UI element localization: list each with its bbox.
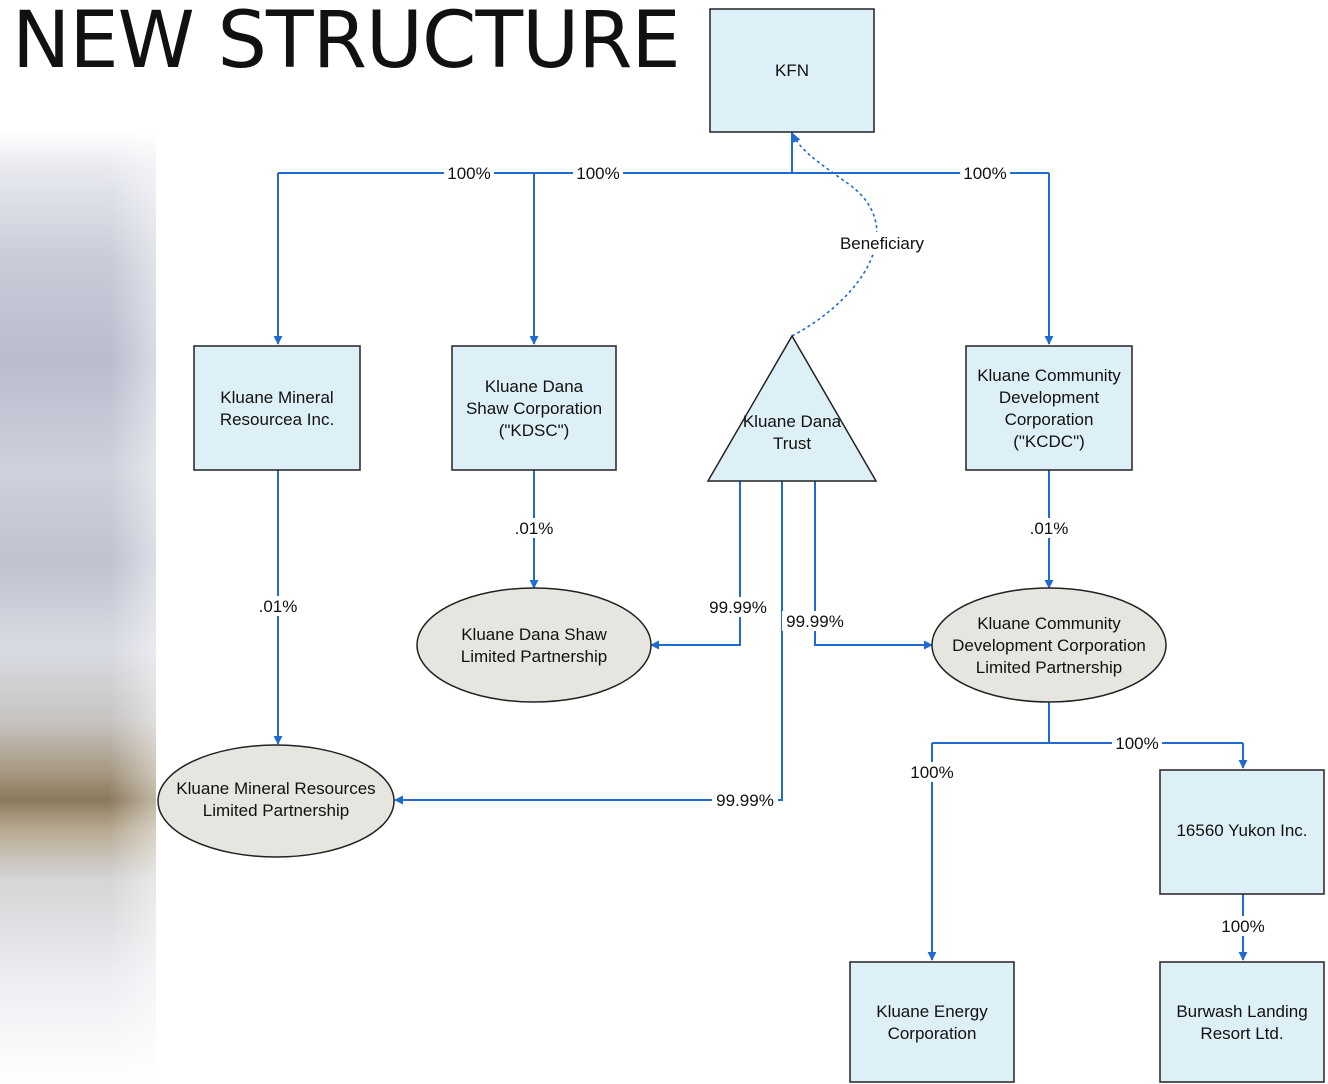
node-kcdc-line-1: Kluane Community xyxy=(977,366,1121,385)
node-kmrlp-line-2: Limited Partnership xyxy=(203,801,349,820)
node-kcdc-line-2: Development xyxy=(999,388,1099,407)
node-kcdc-line-4: ("KCDC") xyxy=(1013,432,1085,451)
edge-trust-kcdclp xyxy=(814,481,933,650)
edge-label-kfn-kcdc: 100% xyxy=(960,163,1010,183)
node-kcdclp-line-3: Limited Partnership xyxy=(976,658,1122,677)
node-kdsc-line-2: Shaw Corporation xyxy=(466,399,602,418)
edge-label-text: 99.99% xyxy=(716,791,774,810)
edge-label-text: 100% xyxy=(447,164,490,183)
edge-label-beneficiary: Beneficiary xyxy=(834,232,930,254)
decorative-side-image xyxy=(0,0,156,1084)
node-kcdc: Kluane Community Development Corporation… xyxy=(965,345,1133,471)
edge-label-kfn-kdsc: 100% xyxy=(573,163,623,183)
edge-label-text: Beneficiary xyxy=(840,234,925,253)
edge-label-text: 100% xyxy=(963,164,1006,183)
edge-label-trust-kcdclp: 99.99% xyxy=(782,611,848,631)
edge-label-text: 99.99% xyxy=(786,612,844,631)
node-energy-line-1: Kluane Energy xyxy=(876,1002,988,1021)
node-kdslp-line-1: Kluane Dana Shaw xyxy=(461,625,607,644)
node-kcdclp-line-2: Development Corporation xyxy=(952,636,1146,655)
edge-label-kcdclp-energy: 100% xyxy=(907,762,957,782)
node-kmri: Kluane Mineral Resourcea Inc. xyxy=(193,345,361,471)
node-kmri-line-2: Resourcea Inc. xyxy=(220,410,334,429)
edge-label-text: 100% xyxy=(1115,734,1158,753)
node-energy-line-2: Corporation xyxy=(888,1024,977,1043)
edge-label-text: 100% xyxy=(1221,917,1264,936)
node-trust-line-1: Kluane Dana xyxy=(743,412,842,431)
edge-label-trust-kmrlp: 99.99% xyxy=(712,790,778,810)
edge-kcdclp-bus xyxy=(932,702,1243,744)
edge-label-text: 100% xyxy=(576,164,619,183)
nodes: KFN Kluane Mineral Resourcea Inc. Kluane… xyxy=(157,8,1325,1083)
edge-label-kfn-kmri: 100% xyxy=(444,163,494,183)
node-kfn: KFN xyxy=(709,8,875,133)
node-kcdc-line-3: Corporation xyxy=(1005,410,1094,429)
edge-trust-kfn xyxy=(791,133,878,337)
edge-label-text: 100% xyxy=(910,763,953,782)
node-burwash: Burwash Landing Resort Ltd. xyxy=(1159,961,1325,1083)
edge-label-text: .01% xyxy=(259,597,298,616)
edge-label-kdsc-kdslp: .01% xyxy=(512,518,556,538)
edge-label-kmri-kmrlp: .01% xyxy=(256,596,300,616)
node-kmrlp-line-1: Kluane Mineral Resources xyxy=(176,779,375,798)
edge-label-trust-kdslp: 99.99% xyxy=(705,597,771,617)
node-trust-line-2: Trust xyxy=(773,434,811,453)
node-kcdclp-line-1: Kluane Community xyxy=(977,614,1121,633)
edge-label-text: .01% xyxy=(515,519,554,538)
edge-label-kcdclp-yukon: 100% xyxy=(1112,733,1162,753)
node-kfn-line-1: KFN xyxy=(775,61,809,80)
node-burwash-line-1: Burwash Landing xyxy=(1176,1002,1307,1021)
node-yukon: 16560 Yukon Inc. xyxy=(1159,769,1325,895)
edge-labels: 100% 100% 100% Beneficiary .01% .01% .01… xyxy=(256,163,1268,936)
node-kmrlp: Kluane Mineral Resources Limited Partner… xyxy=(157,744,395,858)
edge-label-kcdc-kcdclp: .01% xyxy=(1027,518,1071,538)
page-title: NEW STRUCTURE xyxy=(12,0,681,86)
node-kdsc-line-1: Kluane Dana xyxy=(485,377,584,396)
node-kcdclp: Kluane Community Development Corporation… xyxy=(931,587,1167,703)
node-kdsc: Kluane Dana Shaw Corporation ("KDSC") xyxy=(451,345,617,471)
node-yukon-line-1: 16560 Yukon Inc. xyxy=(1176,821,1307,840)
node-kdslp: Kluane Dana Shaw Limited Partnership xyxy=(416,587,652,703)
node-kdsc-line-3: ("KDSC") xyxy=(499,421,570,440)
edge-kfn-bus xyxy=(278,132,1049,174)
edge-label-text: .01% xyxy=(1030,519,1069,538)
node-kdslp-line-2: Limited Partnership xyxy=(461,647,607,666)
node-trust: Kluane Dana Trust xyxy=(706,334,878,482)
edge-label-yukon-burwash: 100% xyxy=(1218,916,1268,936)
edges xyxy=(273,132,1248,961)
edge-trust-kdslp xyxy=(650,481,741,650)
node-burwash-line-2: Resort Ltd. xyxy=(1200,1024,1283,1043)
edge-trust-kmrlp xyxy=(394,481,783,805)
node-kmri-line-1: Kluane Mineral xyxy=(220,388,333,407)
node-energy: Kluane Energy Corporation xyxy=(849,961,1015,1083)
edge-label-text: 99.99% xyxy=(709,598,767,617)
